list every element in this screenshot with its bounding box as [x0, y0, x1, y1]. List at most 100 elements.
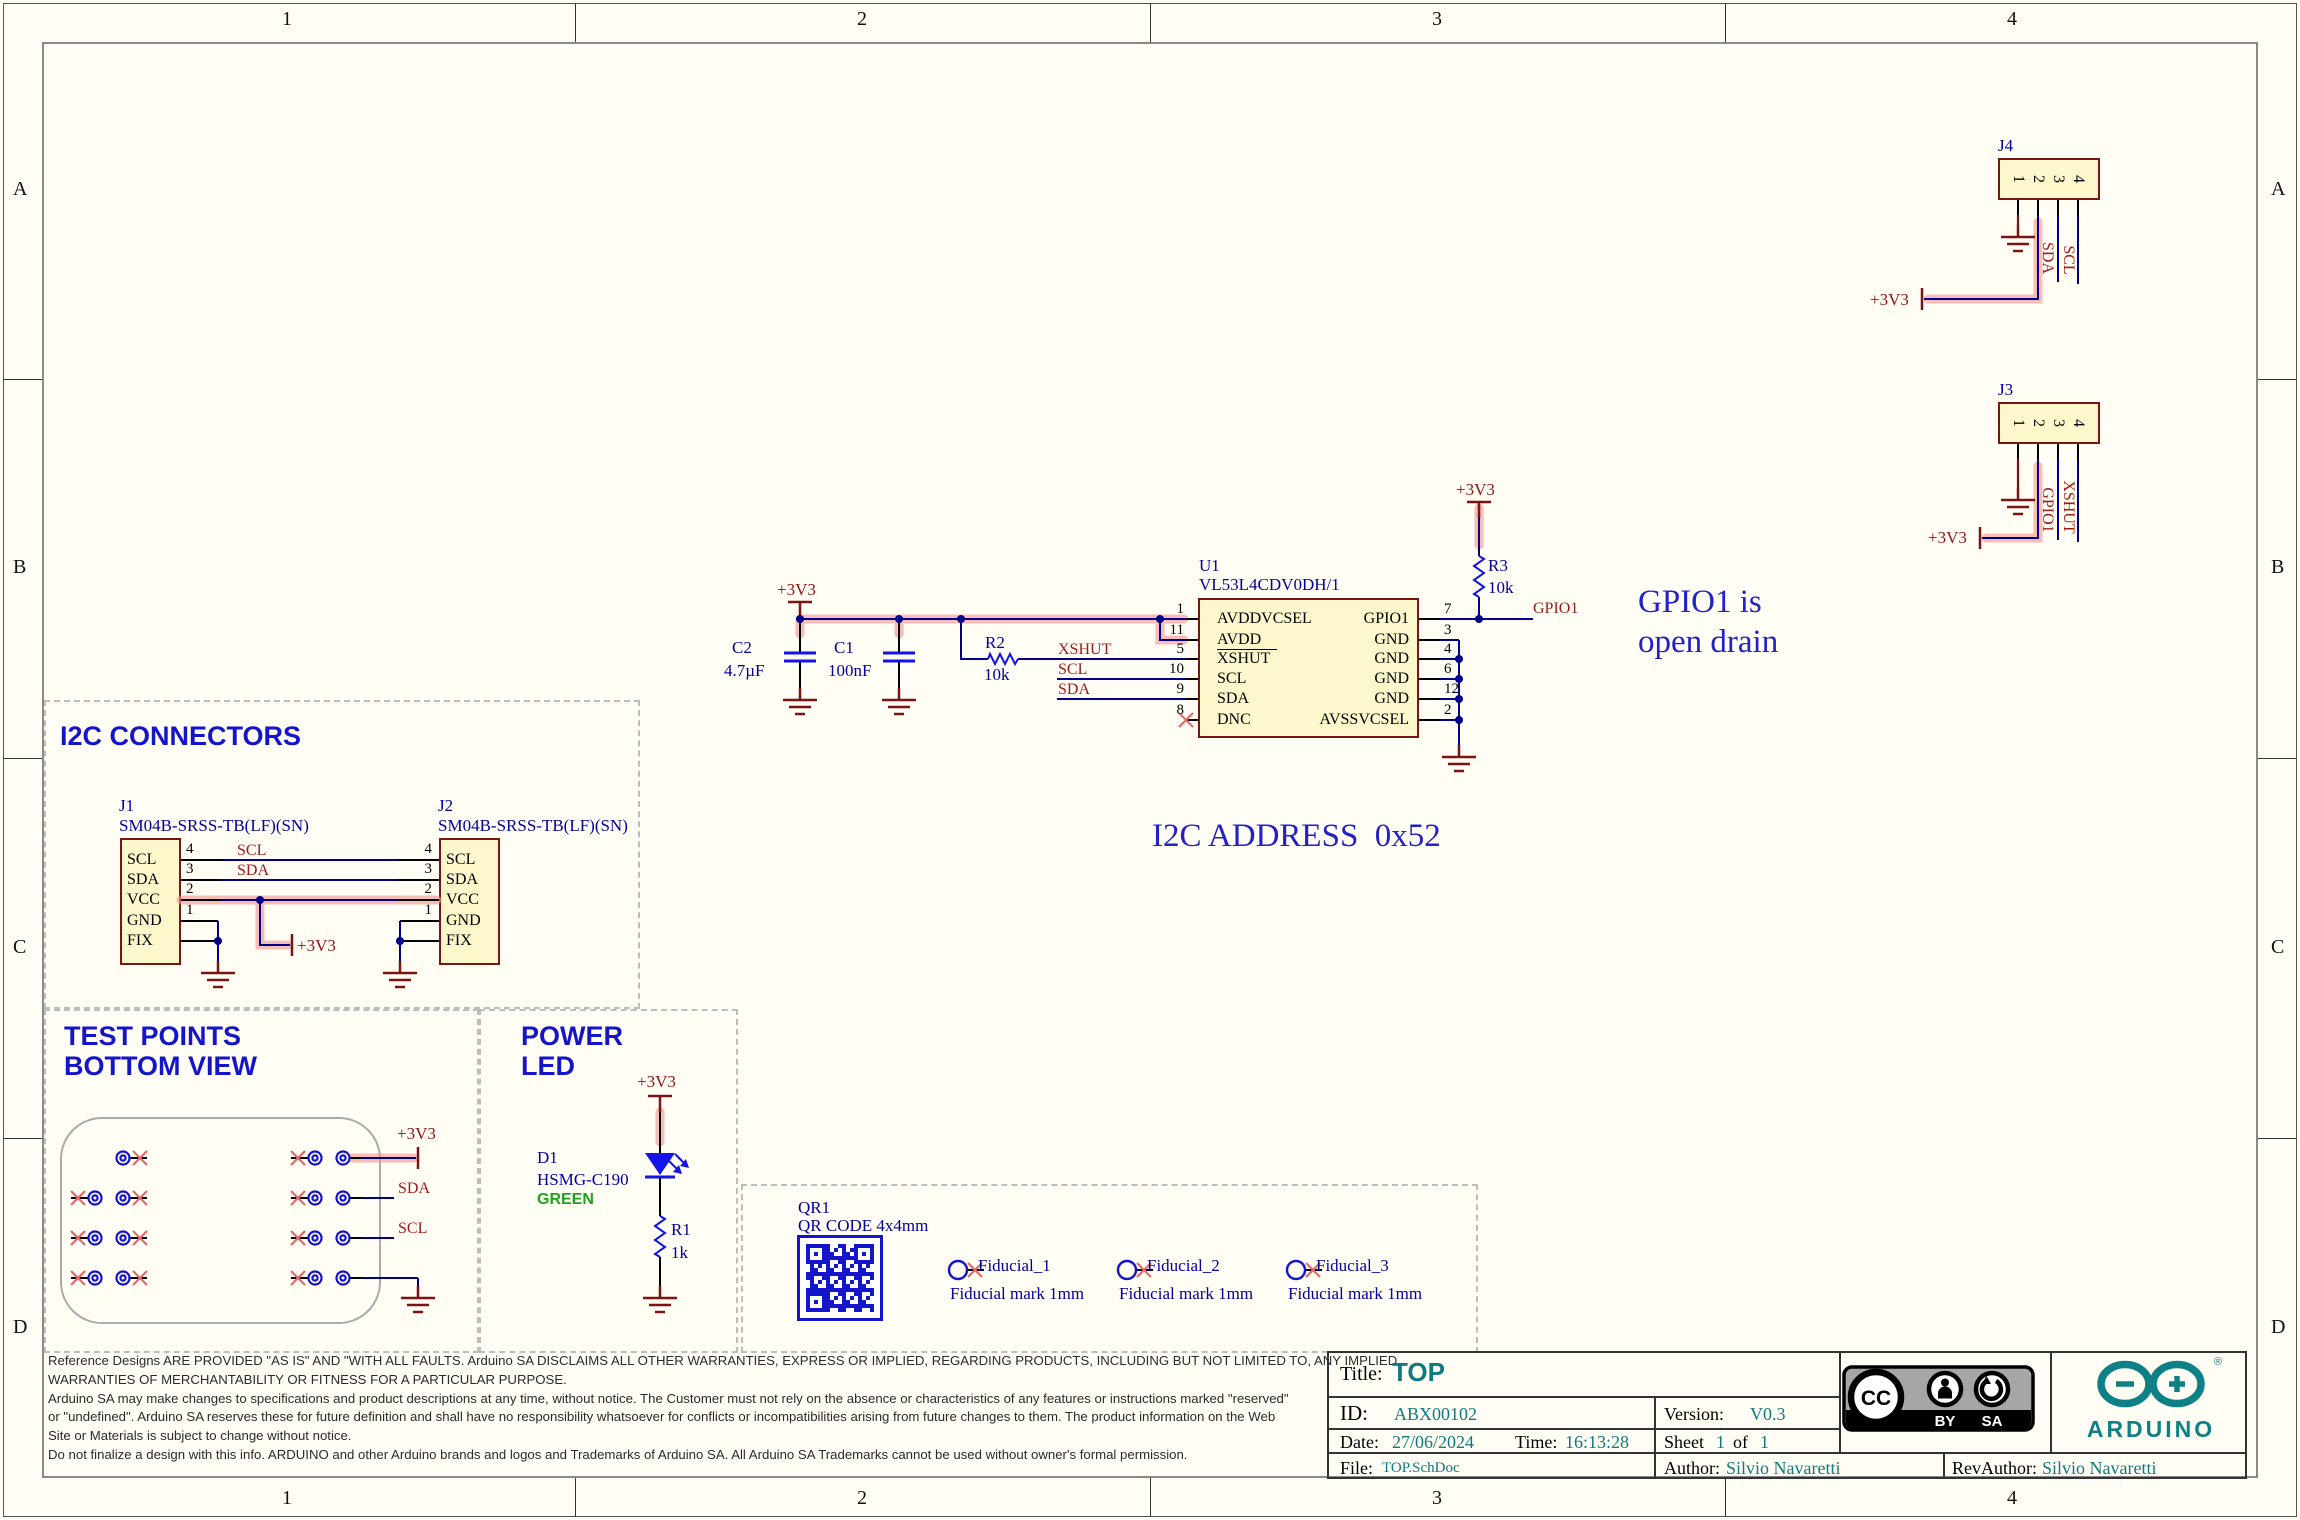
u1-pin-number: 7 — [1444, 601, 1452, 617]
u1-pin-name: XSHUT — [1217, 650, 1271, 667]
powerled-section-box — [479, 1009, 738, 1353]
testpoints-title-line1: TEST POINTS — [64, 1021, 242, 1051]
fiducial1-name: Fiducial_1 — [978, 1256, 1051, 1275]
sheet-number: 1 — [1716, 1432, 1725, 1452]
j4-ref: J4 — [1998, 136, 2014, 155]
grid-row-label: C — [2271, 936, 2285, 958]
d1-color-label: GREEN — [537, 1191, 594, 1208]
j1-pin-number: 1 — [186, 902, 194, 918]
gnd-symbol — [1999, 486, 2037, 516]
id-label: ID: — [1340, 1401, 1368, 1425]
title-block-line — [2050, 1351, 2052, 1453]
j1-pin-name: VCC — [127, 891, 160, 908]
j3-pin-number: 3 — [2050, 419, 2067, 427]
j1-pin-number: 2 — [186, 881, 194, 897]
grid-divider — [2258, 1138, 2297, 1139]
power-3v3-label: +3V3 — [1456, 480, 1495, 499]
u1-pin-name: DNC — [1217, 711, 1251, 728]
qr-code — [806, 1244, 874, 1312]
time-value: 16:13:28 — [1565, 1432, 1630, 1452]
c2-capacitor-body — [782, 651, 818, 663]
fiducial1-desc: Fiducial mark 1mm — [950, 1284, 1085, 1303]
highlight-3v3-net — [176, 217, 2043, 1163]
power-3v3-label: +3V3 — [1870, 290, 1909, 309]
version-value: V0.3 — [1750, 1404, 1786, 1424]
j2-pin-name: FIX — [446, 932, 472, 949]
u1-pin-number: 6 — [1444, 661, 1452, 677]
u1-pin-name: SDA — [1217, 690, 1250, 707]
u1-pin-name: GND — [1374, 670, 1409, 687]
net-label-xshut: XSHUT — [2060, 480, 2077, 534]
sheet-title: TOP — [1392, 1357, 1445, 1387]
version-label: Version: — [1664, 1404, 1724, 1424]
r2-resistor-body — [987, 651, 1019, 667]
c1-capacitor-body — [881, 651, 917, 663]
net-label-xshut: XSHUT — [1058, 641, 1112, 658]
file-value: TOP.SchDoc — [1382, 1460, 1460, 1476]
title-block-line — [1327, 1452, 2247, 1454]
u1-pin-name: GND — [1374, 650, 1409, 667]
grid-divider — [3, 379, 42, 380]
r1-ref: R1 — [671, 1220, 691, 1239]
grid-divider — [3, 758, 42, 759]
j1-pin-name: SDA — [127, 871, 160, 888]
title-block-line — [1327, 1396, 1839, 1398]
cc-by-label: BY — [1935, 1413, 1956, 1430]
grid-divider — [1725, 1478, 1726, 1517]
net-label-scl: SCL — [398, 1220, 428, 1237]
gnd-symbol — [641, 1284, 679, 1314]
title-label: Title: — [1340, 1363, 1383, 1385]
cc-by-sa-badge: CC BY SA — [1842, 1365, 2035, 1432]
arduino-logo: ® ARDUINO — [2087, 1356, 2222, 1442]
j1-ref: J1 — [119, 796, 135, 815]
grid-col-label: 3 — [1432, 8, 1442, 30]
j2-pin-name: GND — [446, 912, 481, 929]
grid-row-label: C — [13, 936, 27, 958]
u1-pin-name: GPIO1 — [1363, 610, 1409, 627]
author-value: Silvio Navaretti — [1726, 1458, 1841, 1478]
j2-body — [439, 838, 500, 965]
u1-body — [1198, 598, 1419, 738]
disclaimer-line: Reference Designs ARE PROVIDED "AS IS" A… — [48, 1353, 1398, 1368]
u1-part: VL53L4CDV0DH/1 — [1199, 575, 1340, 594]
disclaimer-line: WARRANTIES OF MERCHANTABILITY OR FITNESS… — [48, 1371, 567, 1387]
j1-pin-name: SCL — [127, 851, 157, 868]
power-3v3-label: +3V3 — [1928, 528, 1967, 547]
power-3v3-label: +3V3 — [397, 1124, 436, 1143]
author-label: Author: — [1664, 1458, 1720, 1478]
disclaimer-line: Arduino SA may make changes to specifica… — [48, 1390, 1289, 1406]
j3-ref: J3 — [1998, 380, 2014, 399]
date-label: Date: — [1340, 1432, 1379, 1452]
net-label-gpio1: GPIO1 — [1533, 600, 1579, 617]
r3-ref: R3 — [1488, 556, 1508, 575]
arduino-wordmark: ARDUINO — [2087, 1416, 2215, 1442]
c2-value: 4.7µF — [724, 661, 765, 680]
j2-pin-name: SDA — [446, 871, 479, 888]
revauthor-value: Silvio Navaretti — [2042, 1458, 2157, 1478]
power-3v3-label: +3V3 — [777, 580, 816, 599]
title-block-line — [1327, 1428, 1839, 1430]
j1-pin-number: 4 — [186, 841, 194, 857]
u1-pin-number: 4 — [1444, 641, 1452, 657]
j4-pin-number: 4 — [2070, 175, 2087, 183]
j2-pin-number: 2 — [424, 881, 433, 897]
j3-pin-number: 1 — [2010, 419, 2027, 427]
grid-col-label: 2 — [857, 8, 867, 30]
net-label-scl: SCL — [237, 842, 267, 859]
grid-divider — [1150, 3, 1151, 42]
disclaimer-line: Site or Materials is subject to change w… — [48, 1428, 352, 1444]
grid-row-label: B — [2271, 556, 2285, 578]
j3-body — [1998, 402, 2100, 444]
grid-row-label: A — [2271, 178, 2286, 200]
u1-ref: U1 — [1199, 556, 1220, 575]
gnd-symbol — [399, 1284, 437, 1314]
net-label-sda: SDA — [237, 862, 270, 879]
net-label-scl: SCL — [1058, 661, 1088, 678]
u1-pin-number: 9 — [1176, 681, 1185, 697]
fiducial2-desc: Fiducial mark 1mm — [1119, 1284, 1254, 1303]
gnd-symbol — [880, 686, 918, 716]
grid-row-label: B — [13, 556, 27, 578]
u1-pin-number: 1 — [1176, 601, 1185, 617]
gpio1-note-line1: GPIO1 is — [1638, 584, 1762, 620]
j2-pin-name: SCL — [446, 851, 476, 868]
